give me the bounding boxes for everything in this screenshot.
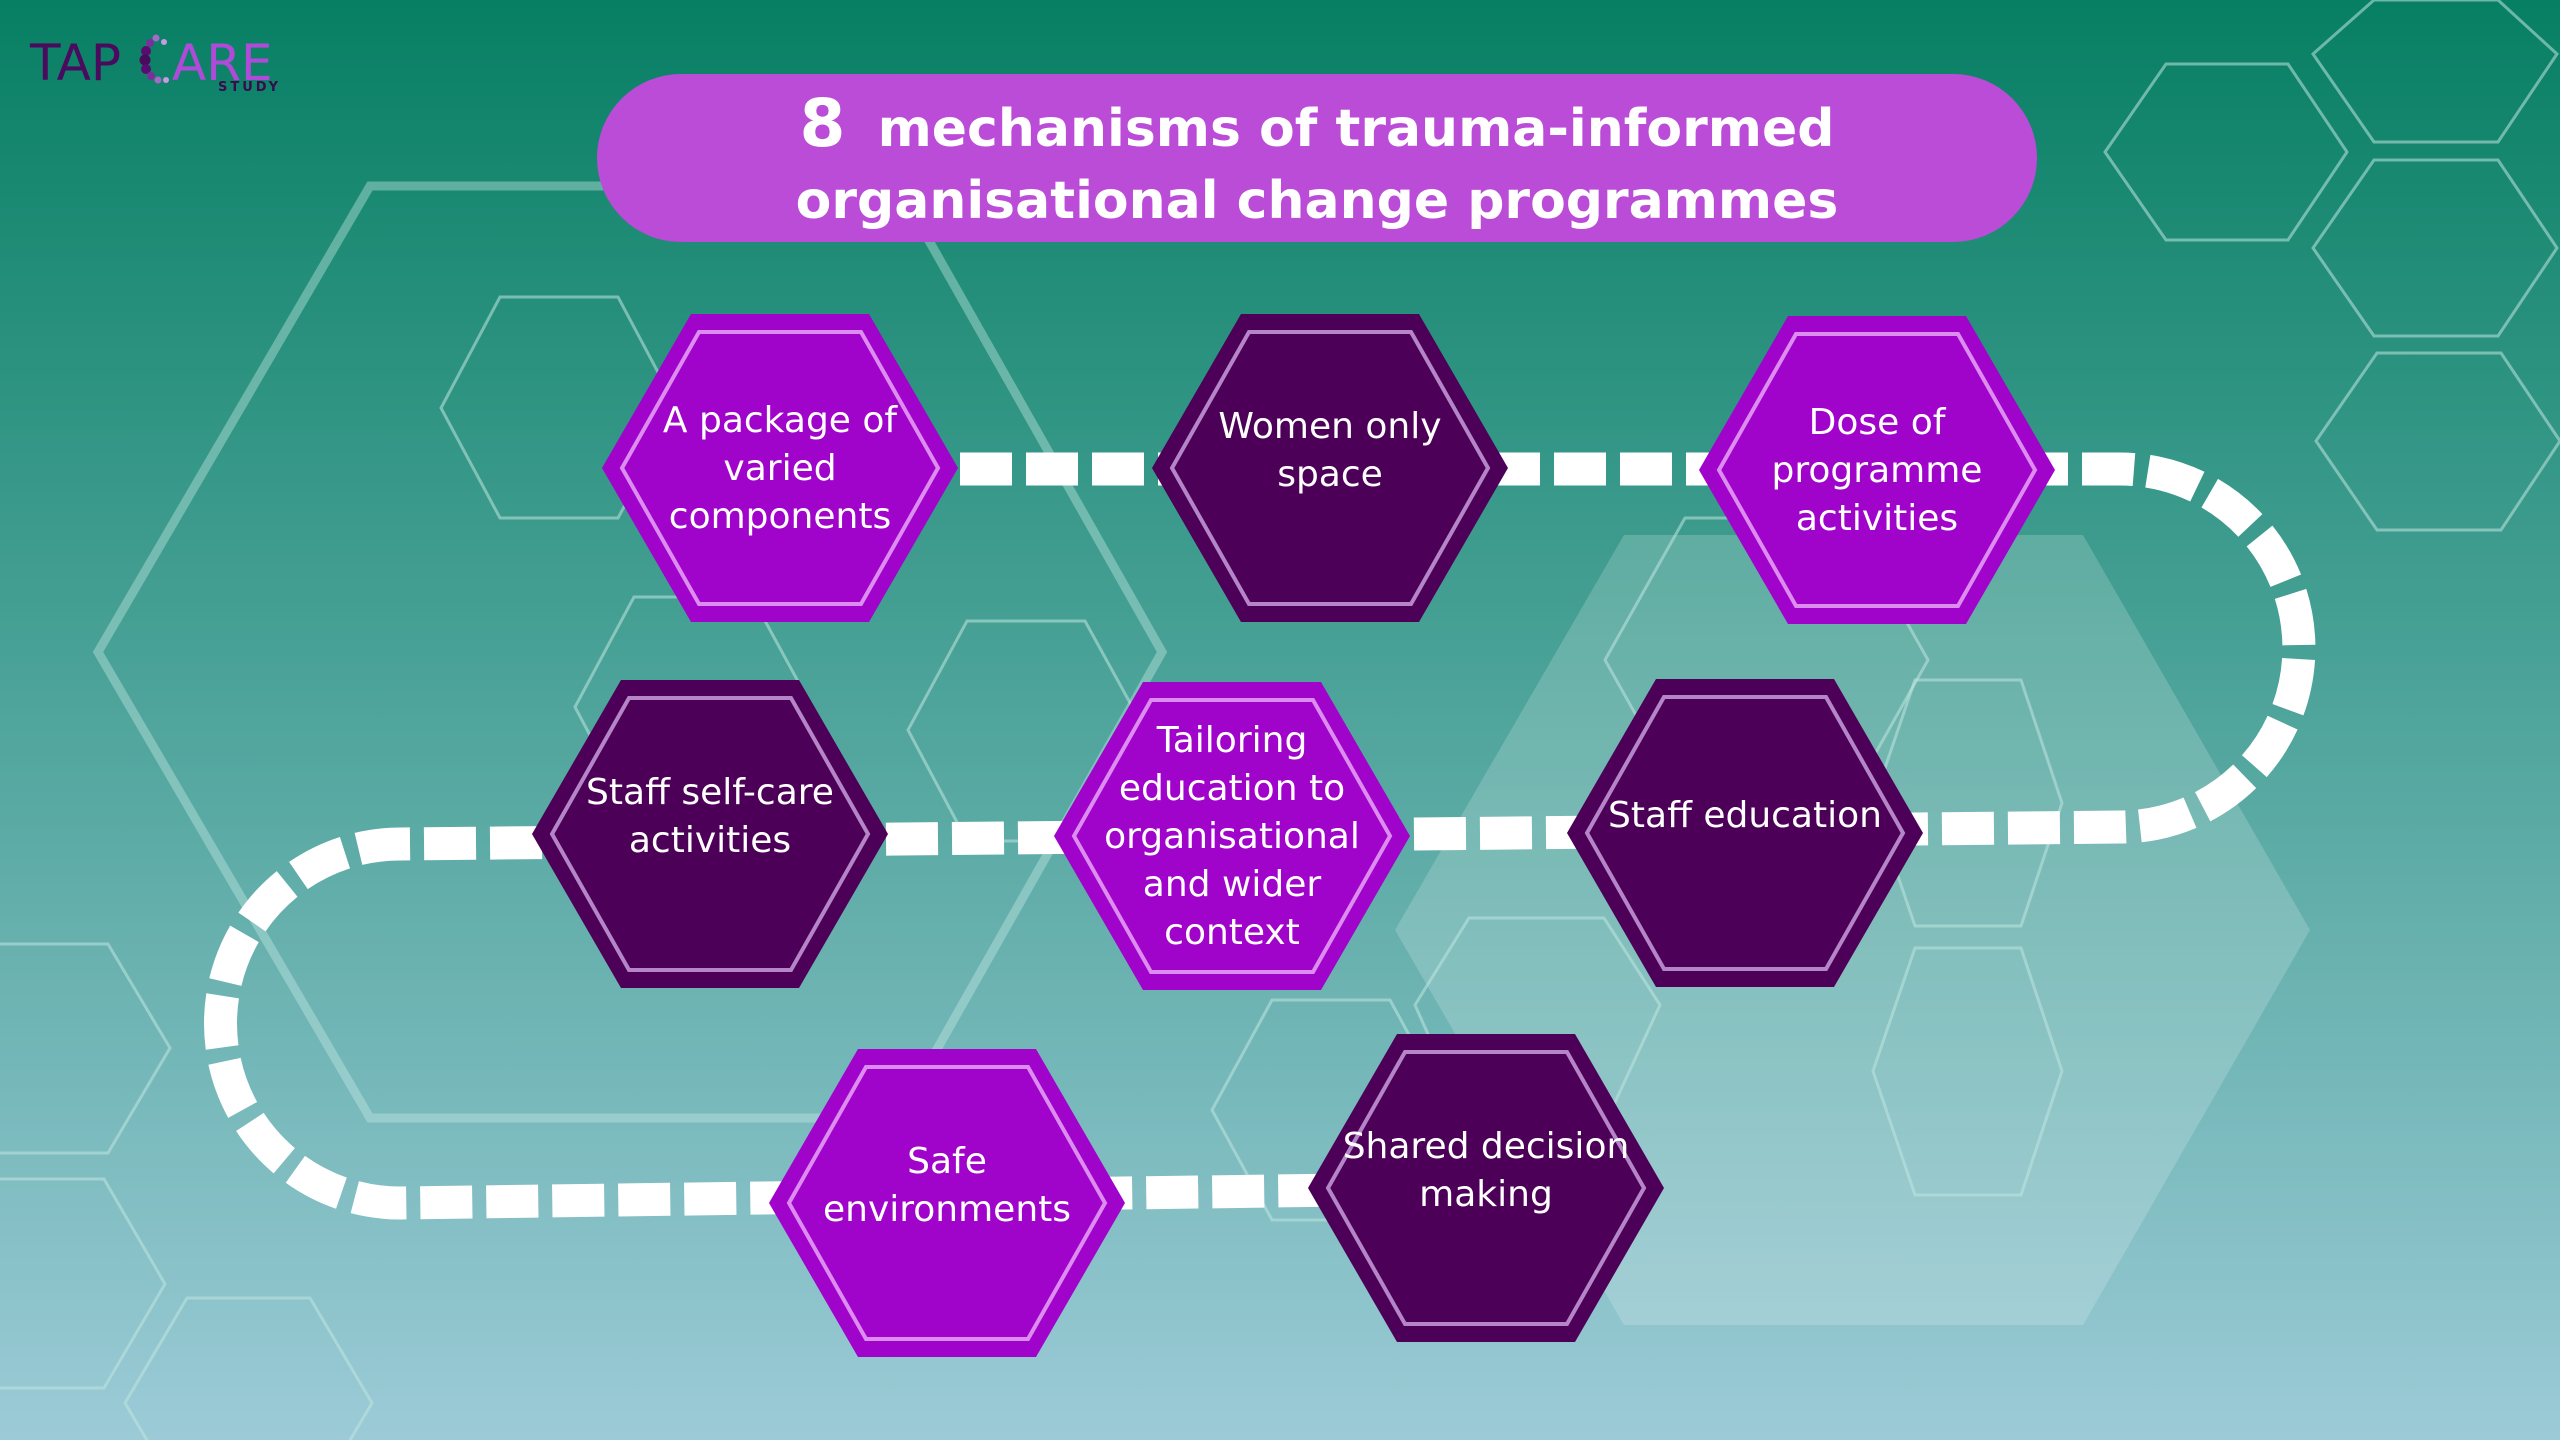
mechanism-label-line: space: [1277, 454, 1383, 495]
mechanism-safe-environments: Safe environments: [769, 1049, 1125, 1357]
hexagon-inner-border: [1716, 332, 2038, 608]
title-number: 8: [800, 85, 846, 162]
bg-hex-outline: [1871, 946, 2064, 1197]
bg-hex-outline: [439, 295, 679, 520]
hexagon-inner-border: [619, 330, 941, 606]
mechanism-label-line: Staff education: [1608, 795, 1882, 836]
svg-text:8 mechanisms of trauma-i: 8 mechanisms of trauma-informed: [800, 85, 1835, 162]
hexagon-shape: [532, 680, 888, 988]
hexagon-inner-border: [1584, 695, 1906, 971]
mechanism-label-line: making: [1419, 1174, 1553, 1215]
hexagon-inner-border: [1071, 698, 1393, 974]
mechanism-label-line: components: [669, 496, 891, 537]
mechanism-label-line: Tailoring: [1156, 720, 1308, 761]
logo-study: STUDY: [218, 80, 281, 95]
mechanism-label-line: Safe: [907, 1141, 987, 1182]
bg-hex-outline: [2314, 351, 2560, 532]
hexagon-shape: [769, 1049, 1125, 1357]
hexagon-inner-border: [786, 1065, 1108, 1341]
bg-hex-outline: [2311, 158, 2559, 338]
mechanism-label-line: programme: [1772, 450, 1983, 491]
mechanism-label-line: environments: [823, 1189, 1071, 1230]
title-banner: 8 mechanisms of trauma-informed organisa…: [597, 74, 2037, 242]
logo: TAP ARE STUDY: [29, 34, 281, 95]
mechanism-label-line: activities: [629, 820, 791, 861]
bg-hex-outline: [2311, 0, 2559, 144]
mechanism-label-line: Women only: [1218, 406, 1441, 447]
mechanism-label-line: Shared decision: [1343, 1126, 1630, 1167]
hexagon-shape: [1308, 1034, 1664, 1342]
mechanism-label-line: organisational: [1104, 816, 1360, 857]
hexagon-shape: [1699, 316, 2055, 624]
mechanism-label-line: varied: [723, 448, 836, 489]
mechanism-hexagons: A package of varied components Women only sp…: [532, 314, 2055, 1357]
hexagon-inner-border: [549, 696, 871, 972]
mechanism-label-line: and wider: [1143, 864, 1322, 905]
logo-dotted-c-icon: [139, 34, 169, 84]
hexagon-shape: [1567, 679, 1923, 987]
logo-care: ARE: [172, 34, 273, 92]
mechanism-label-line: education to: [1119, 768, 1345, 809]
bg-hex-outline: [2103, 62, 2349, 242]
bg-hex-outline: [0, 942, 172, 1155]
hexagon-inner-border: [1325, 1050, 1647, 1326]
mechanism-women-only-space: Women only space: [1152, 314, 1508, 622]
title-line1: mechanisms of trauma-informed: [878, 99, 1835, 159]
hexagon-shape: [602, 314, 958, 622]
mechanism-label-line: A package of: [663, 400, 899, 441]
mechanism-shared-decision-making: Shared decision making: [1308, 1034, 1664, 1342]
bg-hex-outline: [0, 1177, 167, 1390]
hexagon-shape: [1152, 314, 1508, 622]
mechanism-dose-of-programme-activities: Dose of programme activities: [1699, 316, 2055, 624]
mechanism-staff-self-care-activities: Staff self-care activities: [532, 680, 888, 988]
mechanism-label-line: context: [1164, 912, 1300, 953]
mechanism-tailoring-education-to-organisational-and-wider-context: Tailoring education to organisational and w…: [1054, 682, 1410, 990]
mechanism-a-package-of-varied-components: A package of varied components: [602, 314, 958, 622]
mechanism-label-line: Staff self-care: [586, 772, 834, 813]
mechanism-label-line: Dose of: [1809, 402, 1947, 443]
title-pill: [597, 74, 2037, 242]
mechanism-label-line: activities: [1796, 498, 1958, 539]
title-line2: organisational change programmes: [796, 171, 1839, 231]
mechanism-staff-education: Staff education: [1567, 679, 1923, 987]
hexagon-shape: [1054, 682, 1410, 990]
bg-hex-outline: [123, 1296, 374, 1440]
logo-tap: TAP: [29, 34, 121, 92]
hexagon-inner-border: [1169, 330, 1491, 606]
